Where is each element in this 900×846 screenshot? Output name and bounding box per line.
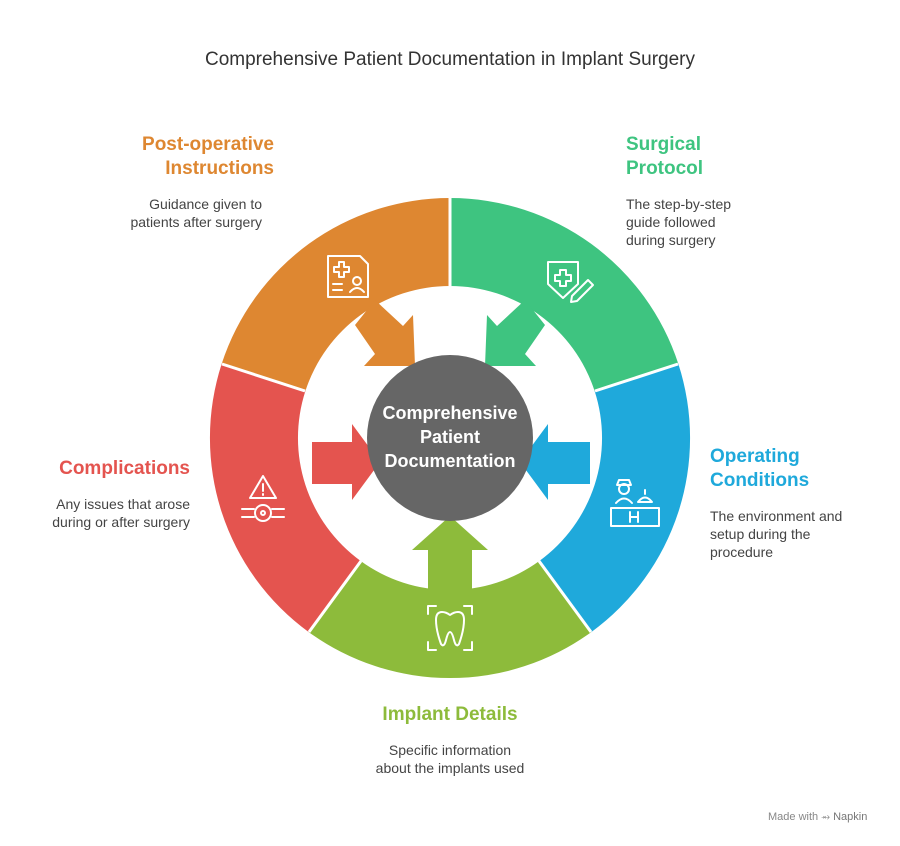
- arrow-implant-details: [412, 516, 488, 590]
- segment-surgical-protocol: [450, 198, 679, 391]
- arrow-complications: [312, 424, 380, 500]
- shield-pencil-icon: [547, 261, 594, 303]
- surgeon-desk-icon: [610, 479, 660, 527]
- operating-conditions-description: The environment and setup during the pro…: [710, 508, 843, 560]
- tooth-icon: [427, 605, 473, 651]
- arrow-operating-conditions: [520, 424, 590, 500]
- post-operative-description: Guidance given to patients after surgery: [130, 196, 262, 230]
- center-circle: [367, 355, 533, 521]
- segment-operating-conditions: [539, 363, 691, 633]
- complications-description: Any issues that arose during or after su…: [52, 496, 190, 530]
- segment-implant-details: [308, 561, 592, 679]
- center-label: Comprehensive Patient Documentation: [382, 403, 518, 471]
- footer-brand: Napkin: [833, 811, 868, 823]
- surgical-protocol-title: Surgical Protocol: [626, 134, 704, 179]
- surgical-protocol-description: The step-by-step guide followed during s…: [626, 196, 732, 248]
- implant-details-title: Implant Details: [382, 704, 518, 725]
- post-operative-title: Post-operative Instructions: [142, 134, 274, 179]
- napkin-logo-icon: ⥇: [821, 811, 831, 823]
- segment-dividers: [221, 198, 679, 633]
- segment-post-operative: [221, 198, 450, 391]
- segment-complications: [209, 363, 361, 633]
- operating-conditions-title: Operating Conditions: [710, 446, 810, 491]
- arrow-post-operative: [355, 300, 415, 366]
- page-title: Comprehensive Patient Documentation in I…: [204, 49, 696, 70]
- complications-title: Complications: [59, 458, 190, 479]
- document-person-icon: [327, 255, 369, 298]
- warning-icon: [241, 475, 285, 522]
- footer-prefix: Made with: [768, 811, 819, 823]
- arrow-surgical-protocol: [485, 300, 545, 366]
- footer-credit: Made with ⥇ Napkin: [768, 811, 867, 824]
- implant-details-description: Specific information about the implants …: [375, 742, 525, 776]
